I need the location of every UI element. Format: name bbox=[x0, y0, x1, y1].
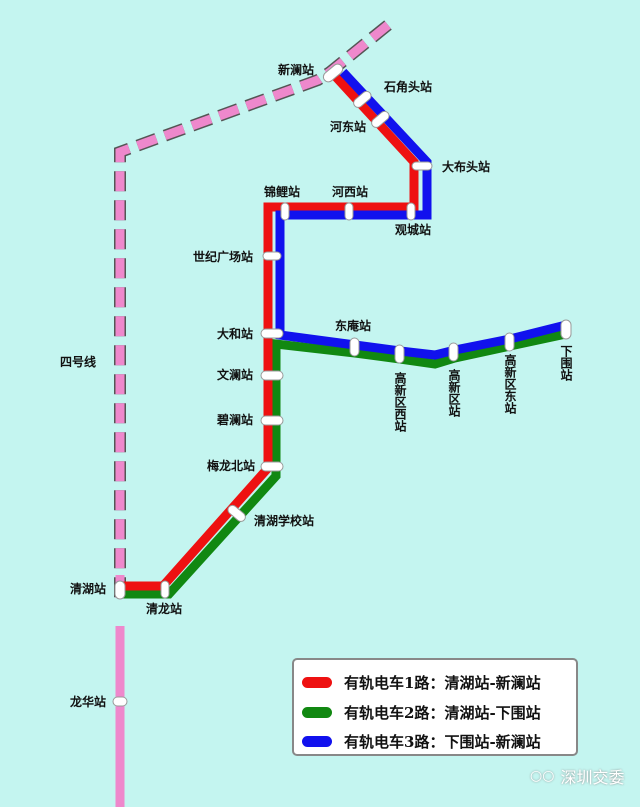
legend-swatch-red bbox=[302, 677, 332, 688]
station-label-shijiaotou: 石角头站 bbox=[384, 80, 433, 94]
legend: 有轨电车1路：清湖站-新澜站 有轨电车2路：清湖站-下围站 有轨电车3路：下围站… bbox=[292, 658, 578, 756]
station-marker-wenlan[interactable] bbox=[260, 370, 284, 381]
tram-line-2 bbox=[120, 329, 567, 599]
station-marker-xiawei[interactable] bbox=[560, 319, 572, 340]
station-label-guancheng: 观城站 bbox=[395, 223, 432, 237]
station-label-gaoxinquxi: 高新区西站 bbox=[393, 372, 407, 432]
station-marker-dahe[interactable] bbox=[260, 328, 284, 339]
station-marker-shijiguangchang[interactable] bbox=[262, 251, 282, 261]
line4-planned-dashed-fill bbox=[115, 21, 391, 598]
station-marker-xinlan[interactable] bbox=[321, 62, 344, 84]
station-marker-bilan[interactable] bbox=[260, 415, 284, 426]
legend-swatch-blue bbox=[302, 736, 332, 747]
legend-item-line1: 有轨电车1路：清湖站-新澜站 bbox=[302, 672, 541, 693]
station-marker-qinghu[interactable] bbox=[114, 580, 126, 600]
station-label-bilan: 碧澜站 bbox=[217, 413, 254, 427]
station-marker-shijiaotou[interactable] bbox=[352, 90, 373, 110]
station-label-hedong: 河东站 bbox=[330, 120, 367, 134]
tram-line-3 bbox=[275, 68, 568, 360]
station-marker-dabutou[interactable] bbox=[411, 161, 433, 171]
line4-label: 四号线 bbox=[60, 355, 97, 369]
station-marker-gaoxinquxi[interactable] bbox=[394, 344, 405, 364]
station-label-dabutou: 大布头站 bbox=[442, 160, 491, 174]
station-label-shijiguangchang: 世纪广场站 bbox=[193, 250, 254, 264]
station-label-dongan: 东庵站 bbox=[335, 319, 372, 333]
station-label-gaoxinqu: 高新区站 bbox=[447, 369, 461, 417]
station-label-xiawei: 下围站 bbox=[559, 345, 573, 381]
legend-label: 有轨电车1路：清湖站-新澜站 bbox=[344, 674, 541, 692]
station-label-longhua: 龙华站 bbox=[70, 695, 107, 709]
station-label-jinli: 锦鲤站 bbox=[264, 185, 301, 199]
station-marker-longhua[interactable] bbox=[112, 696, 128, 707]
station-label-hexi: 河西站 bbox=[332, 185, 369, 199]
station-marker-dongan[interactable] bbox=[349, 337, 360, 357]
legend-label: 有轨电车2路：清湖站-下围站 bbox=[344, 704, 541, 722]
station-label-qinghu: 清湖站 bbox=[70, 582, 107, 596]
line4-planned-dashed bbox=[114, 20, 392, 598]
station-marker-meilongbei[interactable] bbox=[260, 461, 284, 472]
station-marker-qinghuxuexiao[interactable] bbox=[226, 504, 247, 524]
station-marker-hedong[interactable] bbox=[370, 110, 391, 130]
station-markers bbox=[112, 62, 572, 707]
station-label-qinghuxuexiao: 清湖学校站 bbox=[254, 514, 315, 528]
station-marker-qinglong[interactable] bbox=[160, 580, 170, 599]
station-marker-gaoxinqu[interactable] bbox=[448, 342, 459, 362]
station-label-dahe: 大和站 bbox=[217, 327, 254, 341]
station-label-xinlan: 新澜站 bbox=[278, 63, 315, 77]
legend-label: 有轨电车3路：下围站-新澜站 bbox=[344, 733, 541, 751]
station-label-meilongbei: 梅龙北站 bbox=[207, 459, 256, 473]
station-label-wenlan: 文澜站 bbox=[217, 368, 254, 382]
wechat-icon: ○○ bbox=[530, 768, 555, 784]
legend-item-line3: 有轨电车3路：下围站-新澜站 bbox=[302, 731, 541, 752]
station-marker-guancheng[interactable] bbox=[406, 202, 416, 221]
station-label-gaoxinqudong: 高新区东站 bbox=[503, 354, 517, 414]
station-marker-jinli[interactable] bbox=[280, 202, 290, 221]
watermark: ○○ 深圳交委 bbox=[530, 764, 624, 788]
station-marker-gaoxinqudong[interactable] bbox=[504, 332, 515, 352]
watermark-text: 深圳交委 bbox=[560, 768, 625, 787]
legend-item-line2: 有轨电车2路：清湖站-下围站 bbox=[302, 702, 541, 723]
station-label-qinglong: 清龙站 bbox=[146, 602, 183, 616]
station-marker-hexi[interactable] bbox=[344, 202, 354, 221]
legend-swatch-green bbox=[302, 707, 332, 718]
